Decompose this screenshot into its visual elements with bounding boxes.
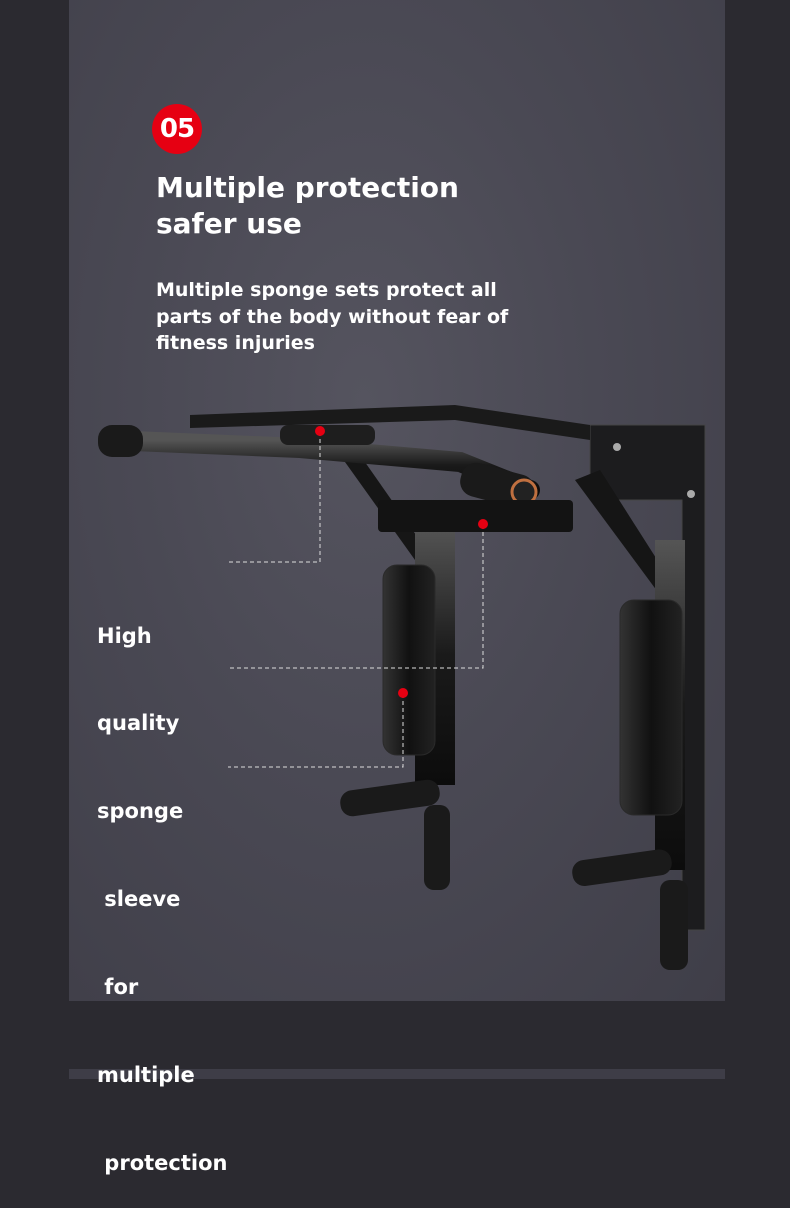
title-line: Multiple protection (156, 171, 459, 204)
description-line: fitness injuries (156, 332, 315, 354)
description-line: Multiple sponge sets protect all (156, 279, 497, 301)
step-number-badge: 05 (152, 104, 202, 154)
callout-line: sponge (97, 799, 184, 824)
callout-line: quality (97, 711, 180, 736)
callout-line: High (97, 623, 152, 648)
callout-line: sleeve (97, 887, 181, 912)
marker-dot (315, 426, 325, 436)
title-line: safer use (156, 207, 302, 240)
feature-title: Multiple protection safer use (156, 170, 459, 242)
callout-line: for (97, 975, 139, 1000)
callout-text: High quality sponge sleeve for multiple … (97, 563, 227, 1208)
callout-line: multiple (97, 1063, 195, 1088)
marker-dot (478, 519, 488, 529)
marker-dot (398, 688, 408, 698)
callout-line: protection (97, 1150, 228, 1175)
feature-description: Multiple sponge sets protect all parts o… (156, 277, 508, 357)
pull-up-bar-illustration (98, 405, 706, 970)
description-line: parts of the body without fear of (156, 305, 509, 328)
